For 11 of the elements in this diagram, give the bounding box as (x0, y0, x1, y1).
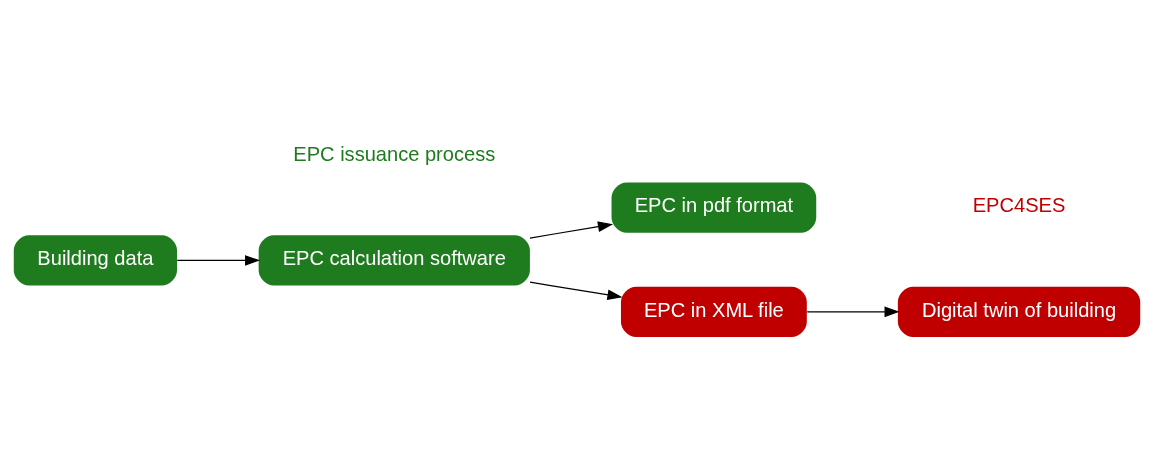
node-box: EPC in XML file (620, 286, 807, 337)
node-box: EPC calculation software (258, 235, 530, 286)
label: EPC4SES (972, 194, 1066, 217)
node-box: Digital twin of building (897, 286, 1141, 337)
node-box: Building data (13, 235, 177, 286)
arrow (529, 221, 614, 239)
arrow (529, 281, 623, 301)
label: EPC issuance process (293, 142, 496, 165)
arrow (806, 306, 900, 318)
node-box: EPC in pdf format (611, 182, 817, 233)
arrow (176, 255, 261, 266)
